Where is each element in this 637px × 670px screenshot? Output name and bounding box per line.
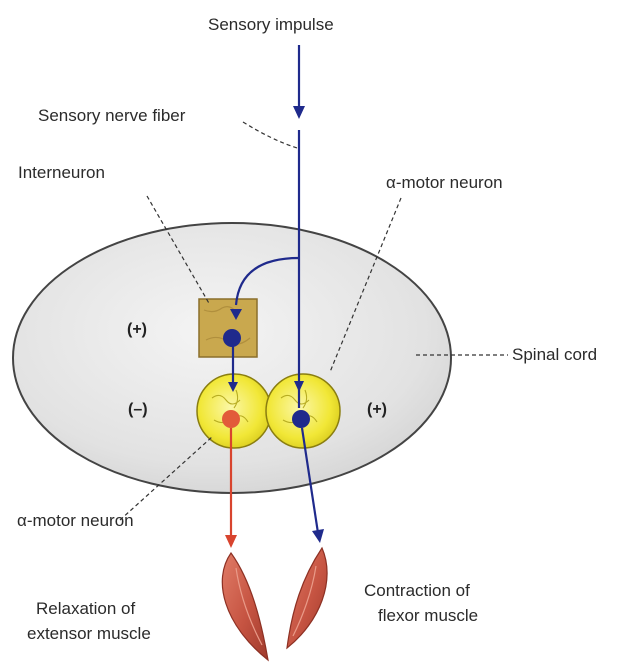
flexor-neuron-nucleus — [292, 410, 310, 428]
flexor-motor-arrow — [312, 529, 324, 543]
alpha-motor-neuron-bottom-label: α-motor neuron — [17, 511, 134, 531]
sensory-nerve-fiber-label: Sensory nerve fiber — [38, 106, 185, 126]
interneuron-nucleus — [223, 329, 241, 347]
spinal-cord-label: Spinal cord — [512, 345, 597, 365]
extensor-neuron-sign: (–) — [128, 401, 148, 419]
relaxation-label-line2: extensor muscle — [27, 624, 151, 644]
flexor-muscle — [287, 548, 327, 648]
contraction-label-line2: flexor muscle — [378, 606, 478, 626]
sensory-impulse-label: Sensory impulse — [208, 15, 334, 35]
flexor-neuron-sign: (+) — [367, 401, 387, 419]
interneuron-body — [199, 299, 257, 357]
contraction-label-line1: Contraction of — [364, 581, 470, 601]
interneuron-sign: (+) — [127, 321, 147, 339]
alpha-motor-neuron-top-label: α-motor neuron — [386, 173, 503, 193]
relaxation-label-line1: Relaxation of — [36, 599, 135, 619]
interneuron-label: Interneuron — [18, 163, 105, 183]
sensory-arrow-top — [293, 106, 305, 119]
extensor-neuron-nucleus — [222, 410, 240, 428]
extensor-motor-arrow — [225, 535, 237, 548]
